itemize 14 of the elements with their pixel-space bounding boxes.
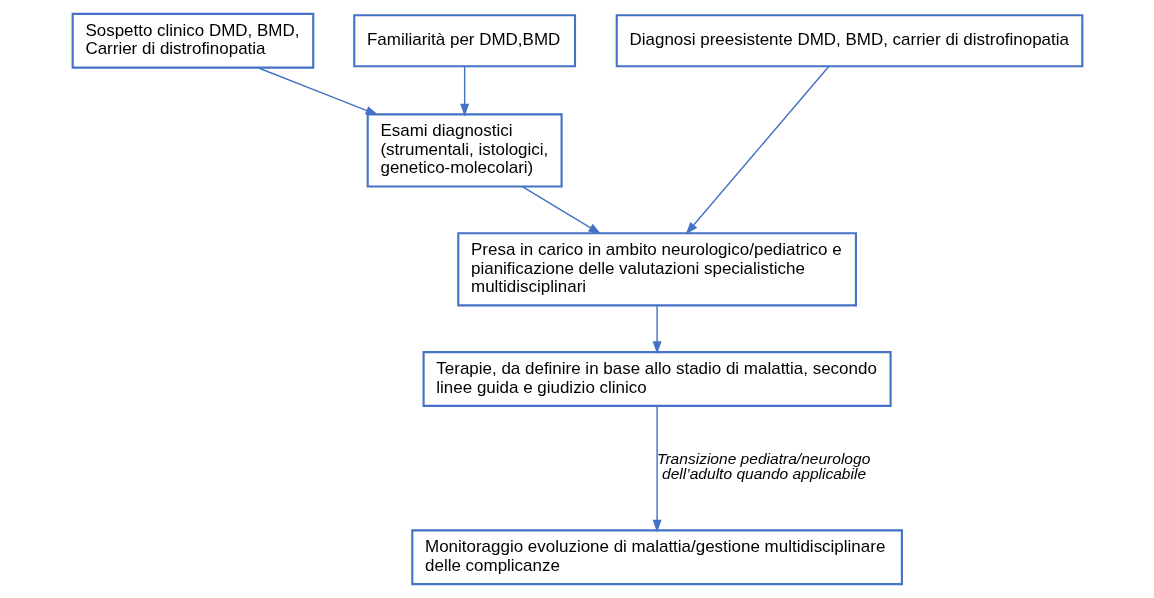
node-box: Esami diagnostici (strumentali, istologici, genetico-molecolari) — [366, 113, 563, 188]
node-box: Diagnosi preesistente DMD, BMD, carrier di distrofinopatia — [615, 14, 1083, 68]
arrow — [652, 405, 662, 533]
edge-label: Transizione pediatra/neurologo dell’adulto quando applicabile — [656, 449, 870, 483]
node-box: Familiarità per DMD,BMD — [352, 14, 576, 68]
arrow — [685, 65, 830, 235]
arrow — [652, 304, 662, 355]
node-box: Monitoraggio evoluzione di malattia/gestione multidisciplinare delle complicanze — [410, 529, 903, 586]
arrow — [521, 185, 601, 235]
node-box: Terapie, da definire in base allo stadio di malattia, secondo linee guida e giudizio clinico — [422, 351, 892, 407]
node-box: Presa in carico in ambito neurologico/pediatrico e pianificazione delle valutazioni specialistiche multidisciplinari — [456, 232, 857, 307]
arrow — [256, 67, 378, 116]
arrow — [459, 65, 469, 117]
node-box: Sospetto clinico DMD, BMD, Carrier di distrofinopatia — [71, 12, 314, 69]
